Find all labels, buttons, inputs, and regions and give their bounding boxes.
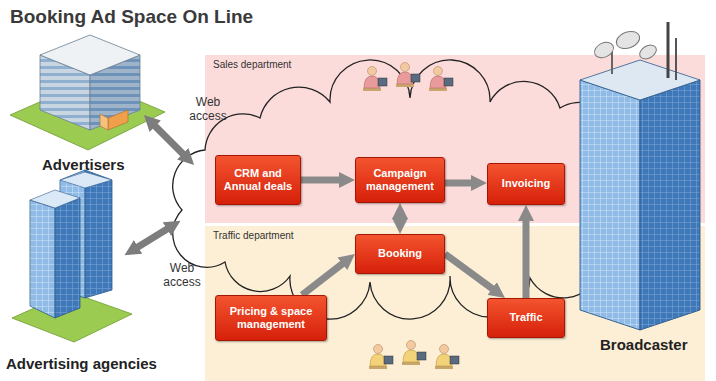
- caption-text: Advertising agencies: [6, 355, 157, 372]
- web-access-label: Web access: [157, 262, 207, 290]
- flow-arrow: [397, 213, 404, 224]
- process-box: Pricing & space management: [215, 295, 327, 341]
- flow-arrow: [445, 180, 477, 187]
- process-box: Campaign management: [355, 157, 445, 203]
- box-label: Pricing & space management: [221, 305, 321, 331]
- process-box: Booking: [355, 234, 445, 274]
- web-access-arrow: [151, 122, 187, 158]
- box-label: CRM and Annual deals: [221, 167, 295, 193]
- band-heading: Traffic department: [205, 226, 705, 245]
- caption-text: Broadcaster: [600, 336, 688, 353]
- web-access-arrow: [133, 226, 172, 250]
- box-label: Traffic: [493, 311, 559, 324]
- agencies-building: [12, 170, 132, 342]
- box-label: Booking: [361, 247, 439, 260]
- box-label: Invoicing: [493, 177, 559, 190]
- box-label: Campaign management: [361, 167, 439, 193]
- building-caption: Advertising agencies: [6, 355, 157, 372]
- process-box: Invoicing: [487, 163, 565, 205]
- web-access-label: Web access: [183, 96, 233, 124]
- building-caption: Advertisers: [42, 156, 125, 173]
- band-heading: Sales department: [205, 55, 705, 74]
- process-box: Traffic: [487, 298, 565, 338]
- process-box: CRM and Annual deals: [215, 155, 301, 205]
- building-caption: Broadcaster: [600, 336, 688, 353]
- flow-arrow: [301, 177, 345, 184]
- caption-text: Advertisers: [42, 156, 125, 173]
- diagram-title: Booking Ad Space On Line: [10, 6, 253, 28]
- flow-arrow: [523, 215, 530, 298]
- advertisers-building: [10, 35, 165, 150]
